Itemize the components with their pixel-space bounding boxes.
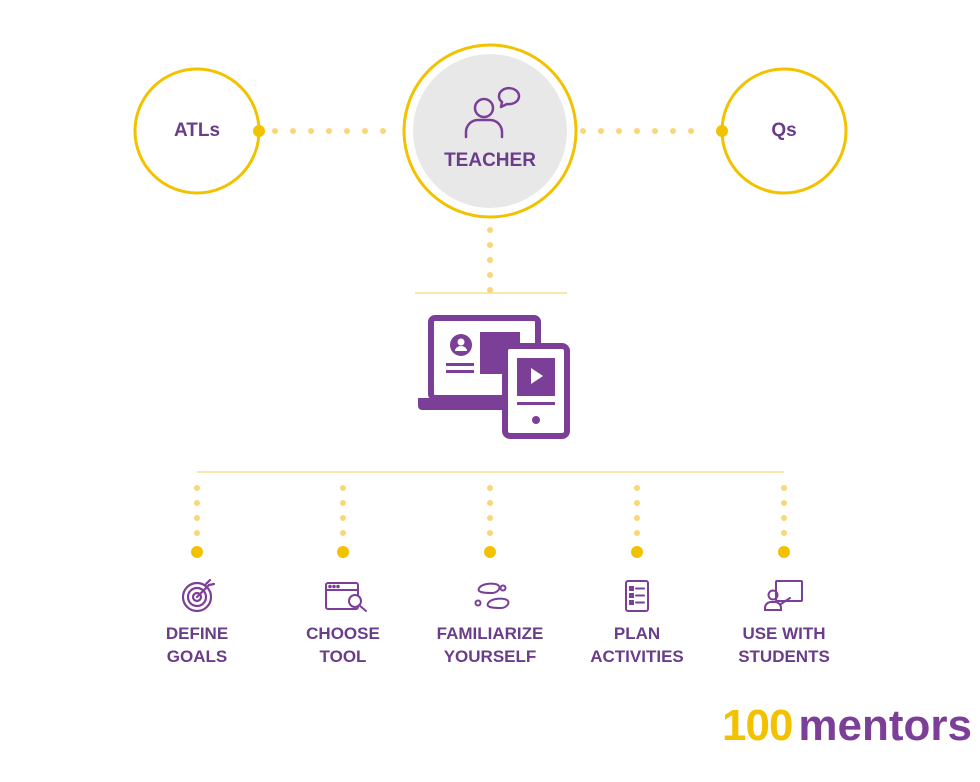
left-connector <box>272 128 386 134</box>
step-familiarize-yourself-label: FAMILIARIZE YOURSELF <box>420 622 560 668</box>
connector-dot <box>340 530 346 536</box>
connector-dot <box>340 515 346 521</box>
connector-dot <box>634 530 640 536</box>
step-plan-activities-label: PLAN ACTIVITIES <box>567 622 707 668</box>
connector-dot <box>487 500 493 506</box>
connector-dot <box>634 485 640 491</box>
atls-label: ATLs <box>173 120 221 141</box>
footsteps-icon <box>474 582 510 610</box>
step-use-with-students-label: USE WITH STUDENTS <box>714 622 854 668</box>
brand-number: 100 <box>722 701 793 750</box>
qs-label: Qs <box>771 120 797 141</box>
right-connector <box>580 128 694 134</box>
connector-dot <box>308 128 314 134</box>
connector-dot <box>487 242 493 248</box>
qs-connector-dot <box>716 125 728 137</box>
step-line-2: STUDENTS <box>738 647 830 666</box>
step-line-1: PLAN <box>613 624 661 643</box>
connector-dot <box>781 485 787 491</box>
connector-dot <box>781 500 787 506</box>
connector-dot <box>781 515 787 521</box>
connector-dot <box>344 128 350 134</box>
step-choose-tool-label: CHOOSE TOOL <box>273 622 413 668</box>
connector-dot <box>781 530 787 536</box>
connector-dot <box>380 128 386 134</box>
atls-connector-dot <box>253 125 265 137</box>
teacher-circle-inner <box>413 54 567 208</box>
step-line-1: FAMILIARIZE <box>436 624 544 643</box>
connector-dot <box>634 515 640 521</box>
step-line-1: DEFINE <box>165 624 229 643</box>
step-dots <box>191 546 790 558</box>
presenter-board-icon <box>764 580 803 611</box>
connector-dot <box>598 128 604 134</box>
connector-dot <box>487 287 493 293</box>
connector-dot <box>194 515 200 521</box>
checklist-icon <box>625 580 649 612</box>
connector-dot <box>340 500 346 506</box>
connector-dot <box>634 128 640 134</box>
connector-dot <box>487 272 493 278</box>
step-line-1: CHOOSE <box>306 624 380 643</box>
connector-dot <box>326 128 332 134</box>
step-define-goals-label: DEFINE GOALS <box>127 622 267 668</box>
connector-dot <box>362 128 368 134</box>
connector-dot <box>487 227 493 233</box>
connector-dot <box>580 128 586 134</box>
person-with-speech-bubble-icon <box>464 86 521 139</box>
connector-dot <box>194 530 200 536</box>
down-connector <box>487 227 493 293</box>
connector-dot <box>487 257 493 263</box>
laptop-and-tablet-icon <box>418 315 570 439</box>
connector-dot <box>487 485 493 491</box>
connector-dot <box>634 500 640 506</box>
connector-dot <box>652 128 658 134</box>
browser-search-icon <box>325 582 367 612</box>
connector-dot <box>616 128 622 134</box>
connector-dot <box>272 128 278 134</box>
connector-dot <box>194 485 200 491</box>
connector-dot <box>194 500 200 506</box>
connector-dot <box>688 128 694 134</box>
connector-dot <box>487 515 493 521</box>
step-line-1: USE WITH <box>742 624 826 643</box>
teacher-label: TEACHER <box>444 150 536 171</box>
connector-dot <box>670 128 676 134</box>
connector-dot <box>290 128 296 134</box>
connector-dot <box>487 530 493 536</box>
step-line-2: ACTIVITIES <box>590 647 684 666</box>
step-line-2: TOOL <box>319 647 367 666</box>
branch-connectors <box>194 485 787 536</box>
target-icon <box>181 578 216 613</box>
connector-dot <box>340 485 346 491</box>
step-line-2: YOURSELF <box>443 647 537 666</box>
brand-word: mentors <box>798 701 973 750</box>
step-line-2: GOALS <box>166 647 228 666</box>
